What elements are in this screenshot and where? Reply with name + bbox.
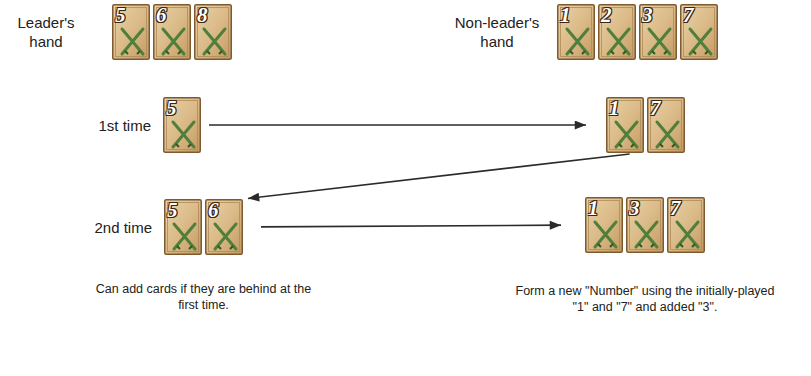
sword-hilts [570, 51, 585, 54]
sword-hilts [598, 244, 613, 247]
crossed-swords [174, 224, 195, 249]
sword-hilts [176, 144, 191, 147]
card-group: 17 [606, 97, 685, 153]
playing-card: 1 [606, 97, 644, 153]
card-background [195, 5, 232, 60]
row-label: Leader's hand [4, 13, 88, 51]
card-number: 5 [166, 97, 177, 119]
card-number: 1 [588, 197, 599, 219]
card-background [648, 98, 685, 153]
card-background [154, 5, 191, 60]
card-number: 3 [642, 4, 653, 26]
card-background [668, 198, 705, 253]
card-number: 7 [670, 197, 681, 219]
card-group: 137Form a new "Number" using the initial… [585, 197, 705, 253]
flow-arrow [209, 124, 586, 126]
crossed-swords [677, 222, 698, 247]
caption-text: Can add cards if they are behind at the … [94, 281, 314, 313]
sword-hilts [166, 51, 181, 54]
card-background [558, 5, 595, 60]
crossed-swords [215, 224, 236, 249]
sword-hilts [619, 144, 634, 147]
crossed-swords [122, 29, 143, 54]
crossed-swords [204, 29, 225, 54]
playing-card: 1 [585, 197, 623, 253]
card-group: 568Leader's hand [112, 4, 232, 60]
edge-group [209, 125, 630, 227]
playing-card: 6 [153, 4, 191, 60]
sword-hilts [611, 51, 626, 54]
crossed-swords [636, 222, 657, 247]
caption-text: Form a new "Number" using the initially-… [510, 283, 780, 315]
card-group: 562nd timeCan add cards if they are behi… [164, 199, 243, 255]
row-label: 1st time [98, 116, 151, 135]
sword-hilts [125, 51, 140, 54]
card-number: 8 [197, 4, 208, 26]
sword-hilts [218, 246, 233, 249]
card-background [640, 5, 677, 60]
card-number: 5 [115, 4, 126, 26]
crossed-swords [163, 29, 184, 54]
card-background [627, 198, 664, 253]
card-number: 3 [629, 197, 640, 219]
row-label: Non-leader's hand [447, 13, 547, 51]
sword-hilts [652, 51, 667, 54]
playing-card: 5 [163, 97, 201, 153]
card-number: 1 [560, 4, 571, 26]
crossed-swords [595, 222, 616, 247]
crossed-swords [567, 29, 588, 54]
playing-card: 3 [626, 197, 664, 253]
card-number: 6 [156, 4, 167, 26]
row-label: 2nd time [94, 218, 152, 237]
card-background [681, 5, 718, 60]
playing-card: 2 [598, 4, 636, 60]
card-background [113, 5, 150, 60]
crossed-swords [616, 122, 637, 147]
card-background [599, 5, 636, 60]
card-background [165, 200, 202, 255]
playing-card: 3 [639, 4, 677, 60]
playing-card: 6 [205, 199, 243, 255]
card-number: 7 [650, 97, 661, 119]
card-background [607, 98, 644, 153]
crossed-swords [657, 122, 678, 147]
sword-hilts [207, 51, 222, 54]
card-background [206, 200, 243, 255]
flow-arrow [261, 225, 561, 227]
playing-card: 7 [647, 97, 685, 153]
playing-card: 5 [164, 199, 202, 255]
card-number: 2 [601, 4, 612, 26]
playing-card: 7 [680, 4, 718, 60]
playing-card: 7 [667, 197, 705, 253]
sword-hilts [177, 246, 192, 249]
sword-hilts [680, 244, 695, 247]
flow-arrow [248, 154, 630, 198]
card-number: 7 [683, 4, 694, 26]
sword-hilts [639, 244, 654, 247]
playing-card: 8 [194, 4, 232, 60]
card-number: 5 [167, 199, 178, 221]
crossed-swords [690, 29, 711, 54]
crossed-swords [173, 122, 194, 147]
card-background [586, 198, 623, 253]
card-group: 51st time [163, 97, 201, 153]
sword-hilts [660, 144, 675, 147]
card-number: 1 [609, 97, 620, 119]
sword-hilts [693, 51, 708, 54]
playing-card: 1 [557, 4, 595, 60]
card-background [164, 98, 201, 153]
playing-card: 5 [112, 4, 150, 60]
crossed-swords [608, 29, 629, 54]
crossed-swords [649, 29, 670, 54]
card-group: 1237Non-leader's hand [557, 4, 718, 60]
card-number: 6 [208, 199, 219, 221]
